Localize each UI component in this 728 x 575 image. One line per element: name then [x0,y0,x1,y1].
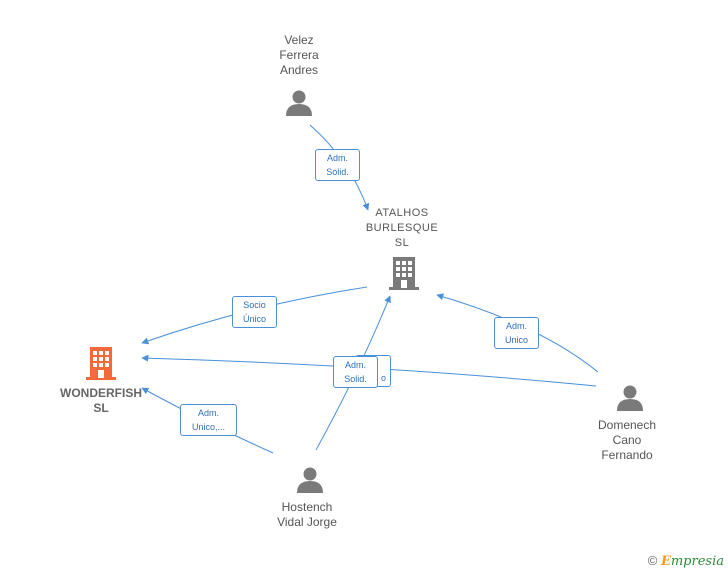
label-line: BURLESQUE [365,222,439,234]
node-label-velez[interactable]: Velez Ferrera Andres [249,33,349,78]
person-icon[interactable] [285,88,313,116]
label-line: SL [394,237,410,249]
edge-label-line: o [380,373,386,383]
edge-label-line: Único [242,314,266,324]
label-line: Domenech [597,418,657,432]
edge-label-line: Socio [243,300,266,310]
person-icon[interactable] [616,383,644,411]
edge-label-hostench-wonderfish[interactable]: Adm. Unico,... [180,404,237,436]
node-label-atalhos[interactable]: ATALHOS BURLESQUE SL [352,206,452,251]
building-icon[interactable] [389,256,419,290]
brand-logo: Empresia [661,554,724,569]
label-line: Hostench [281,500,333,514]
edge-label-line: Adm. [344,360,366,370]
edge-label-velez-atalhos[interactable]: Adm. Solid. [315,149,360,181]
copyright-symbol: © [647,553,658,568]
edge-label-domenech-atalhos[interactable]: Adm. Unico [494,317,539,349]
node-label-hostench[interactable]: Hostench Vidal Jorge [257,500,357,530]
label-line: Fernando [601,448,653,462]
edge-label-line: Adm. [197,408,219,418]
label-line: ATALHOS [375,207,429,219]
label-line: Andres [279,63,319,77]
edge-label-line: Adm. [505,321,527,331]
node-label-domenech[interactable]: Domenech Cano Fernando [577,418,677,463]
edge-label-line: Adm. [326,153,348,163]
label-line: SL [93,401,109,415]
edge-label-line: Solid. [344,374,367,384]
copyright-notice: © Empresia [648,553,724,569]
person-icon[interactable] [296,465,324,493]
brand-logo-text: mpresia [670,554,724,569]
edge-label-atalhos-wonderfish[interactable]: Socio Único [232,296,277,328]
label-line: Ferrera [279,48,319,62]
label-line: Vidal Jorge [277,515,337,529]
edge-label-hostench-atalhos[interactable]: Adm. Solid. [333,356,378,388]
edge-label-line: Solid. [326,167,349,177]
brand-logo-e: E [660,554,671,569]
edge-label-line: Unico,... [191,422,225,432]
label-line: Cano [612,433,642,447]
label-line: Velez [284,33,314,47]
building-icon[interactable] [86,346,116,380]
edge-label-line: Unico [504,335,528,345]
node-label-wonderfish[interactable]: WONDERFISH SL [48,386,154,416]
label-line: WONDERFISH [60,386,142,400]
